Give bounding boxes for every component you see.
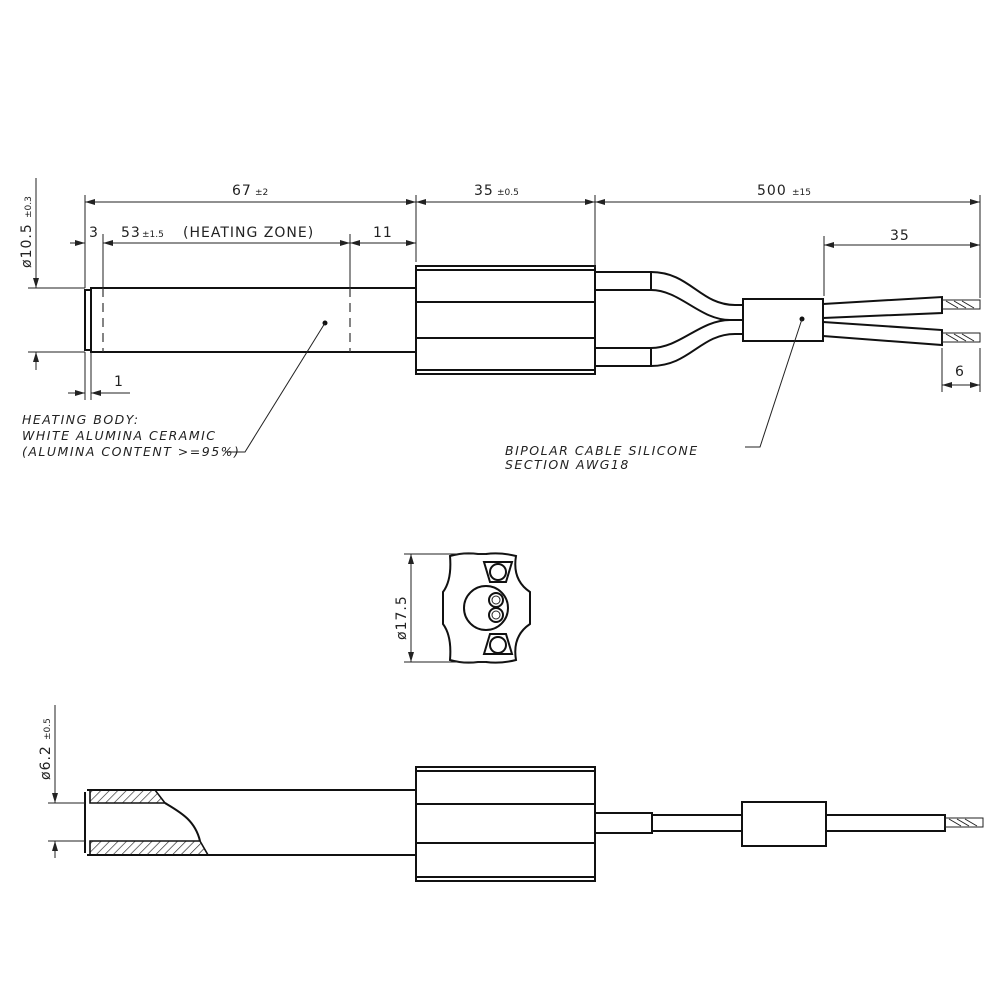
- leader-heating-body: [225, 322, 326, 453]
- hatch-bottom-wall: [89, 840, 210, 856]
- dim-cap: 1: [114, 374, 124, 390]
- dim-heating-zone-label: (HEATING ZONE): [183, 225, 314, 241]
- cable-side: [594, 801, 984, 847]
- note-heating-body: HEATING BODY: WHITE ALUMINA CERAMIC (ALU…: [22, 412, 240, 459]
- dim-cable-value: 500: [757, 183, 787, 199]
- dim-connector-tolerance: ±0.5: [497, 188, 519, 198]
- dim-bore-tolerance: ±0.5: [43, 718, 53, 740]
- svg-text:WHITE ALUMINA CERAMIC: WHITE ALUMINA CERAMIC: [22, 428, 217, 443]
- dim-connector-value: 35: [474, 183, 494, 199]
- top-view: 67 ±2 35 ±0.5 500 ±15 3 53 ±1.5 (HEATING…: [19, 178, 981, 472]
- svg-text:HEATING BODY:: HEATING BODY:: [22, 412, 140, 427]
- bare-strand-top: [941, 299, 981, 310]
- dim-bore-value: ø6.2: [38, 745, 54, 780]
- dim-strip-split: 35: [890, 228, 910, 244]
- dim-total-value: 67: [232, 183, 252, 199]
- end-view: ø17.5: [394, 552, 531, 664]
- svg-text:(ALUMINA CONTENT >=95%): (ALUMINA CONTENT >=95%): [22, 444, 240, 459]
- note-cable: BIPOLAR CABLE SILICONE SECTION AWG18: [505, 443, 699, 472]
- heating-rod: [90, 287, 417, 353]
- bare-strand-bottom: [941, 332, 981, 343]
- dim-total-tolerance: ±2: [255, 188, 268, 198]
- dim-diameter-tolerance: ±0.3: [24, 196, 34, 218]
- svg-text:SECTION AWG18: SECTION AWG18: [505, 457, 630, 472]
- dim-heating-zone-value: 53: [121, 225, 141, 241]
- dim-tip-value: 3: [89, 225, 99, 241]
- connector-block: [415, 265, 596, 375]
- section-view: ø6.2 ±0.5: [38, 705, 984, 882]
- dim-cold-zone-value: 11: [373, 225, 393, 241]
- svg-text:BIPOLAR CABLE SILICONE: BIPOLAR CABLE SILICONE: [505, 443, 699, 458]
- dim-heating-zone-tolerance: ±1.5: [142, 230, 164, 240]
- dim-end-diameter: ø17.5: [394, 595, 410, 640]
- hatch-top-wall: [89, 789, 167, 804]
- rod-tip-cap: [84, 289, 92, 351]
- cable-sleeve: [742, 298, 824, 342]
- dim-strip-bare: 6: [955, 364, 965, 380]
- bipolar-cable: [594, 271, 981, 367]
- dim-diameter-value: ø10.5: [19, 223, 35, 268]
- connector-block-section: [415, 766, 596, 882]
- dim-cable-tolerance: ±15: [792, 188, 811, 198]
- leader-cable: [745, 318, 803, 448]
